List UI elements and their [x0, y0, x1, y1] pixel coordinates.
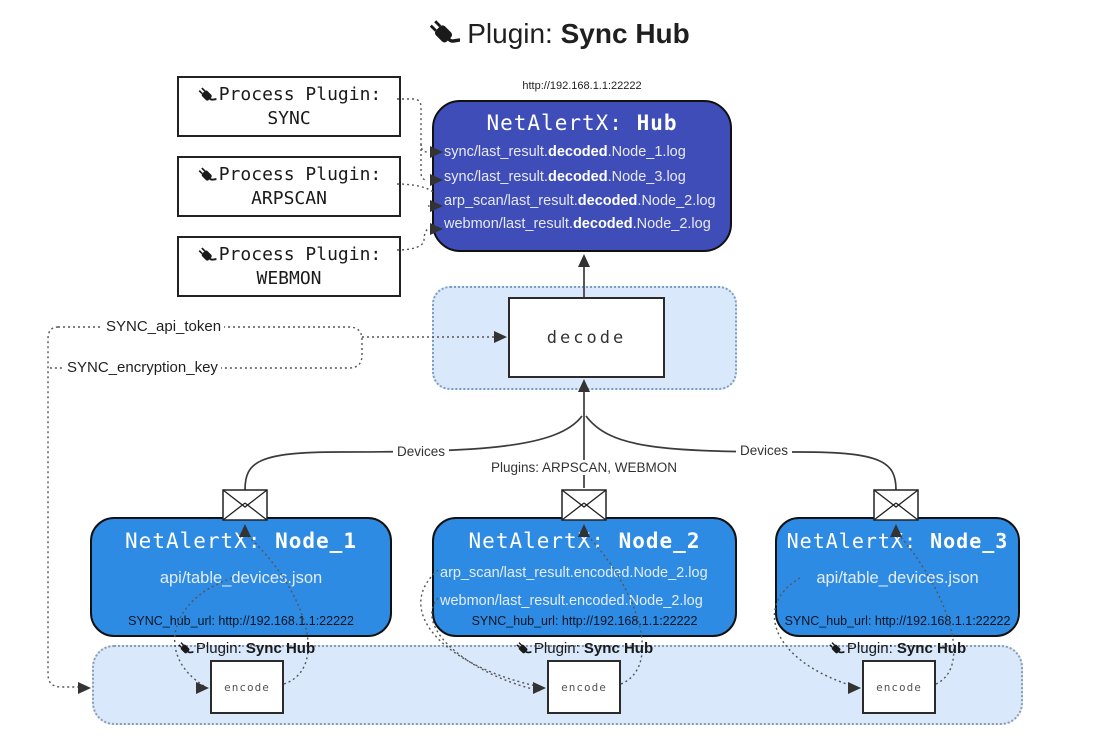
process-plugin-name: ARPSCAN — [251, 187, 327, 209]
node-2-box: NetAlertX: Node_2 arp_scan/last_result.e… — [432, 517, 737, 637]
webmon-to-hub-line — [396, 228, 429, 251]
node-file: arp_scan/last_result.encoded.Node_2.log — [440, 565, 708, 581]
plug-icon — [196, 244, 217, 265]
envelope-icons — [222, 489, 919, 521]
encode-box: encode — [862, 660, 936, 714]
page-title: Plugin: Sync Hub — [0, 16, 1117, 52]
encryption-key-to-bar-line — [47, 326, 78, 688]
node-hub-url: SYNC_hub_url: http://192.168.1.1:22222 — [128, 614, 354, 628]
sync-to-hub-line2 — [420, 144, 428, 181]
plug-icon — [196, 164, 217, 185]
hub-box: NetAlertX: Hub sync/last_result.decoded.… — [432, 100, 732, 252]
process-plugin-name: WEBMON — [256, 267, 322, 289]
node-1-box: NetAlertX: Node_1 api/table_devices.json… — [90, 517, 392, 637]
process-plugin-label: Process Plugin: — [218, 243, 382, 265]
node-hub-url: SYNC_hub_url: http://192.168.1.1:22222 — [471, 614, 698, 628]
plug-icon — [196, 84, 217, 105]
process-plugin-label: Process Plugin: — [218, 83, 382, 105]
envelope-icon — [561, 489, 607, 521]
hub-log-line: webmon/last_result.decoded.Node_2.log — [444, 215, 711, 232]
process-plugin-arpscan-box: Process Plugin: ARPSCAN — [177, 156, 401, 217]
process-plugin-webmon-box: Process Plugin: WEBMON — [177, 236, 401, 297]
plug-icon — [514, 640, 533, 658]
encode-box: encode — [210, 660, 284, 714]
plug-icon — [176, 640, 195, 658]
node-file: api/table_devices.json — [159, 569, 323, 587]
edge-label-plugins: Plugins: ARPSCAN, WEBMON — [486, 460, 682, 475]
node-hub-url: SYNC_hub_url: http://192.168.1.1:22222 — [784, 614, 1011, 628]
decode-box: decode — [508, 297, 665, 378]
hub-title-prefix: NetAlertX: — [486, 111, 637, 135]
hub-log-line: sync/last_result.decoded.Node_1.log — [444, 144, 686, 160]
process-plugin-name: SYNC — [267, 107, 311, 129]
page-title-bold: Sync Hub — [560, 18, 690, 49]
encoder-plugin-label: Plugin: Sync Hub — [514, 640, 653, 658]
plug-icon — [426, 16, 462, 52]
envelope-icon — [873, 489, 919, 521]
page-title-prefix: Plugin: — [467, 18, 561, 49]
hub-title-bold: Hub — [636, 111, 678, 135]
envelope-icon — [222, 489, 268, 521]
encoder-plugin-label: Plugin: Sync Hub — [827, 640, 966, 658]
hub-url-label: http://192.168.1.1:22222 — [522, 80, 642, 92]
encoder-plugin-label: Plugin: Sync Hub — [176, 640, 315, 658]
sync-encryption-key-label: SYNC_encryption_key — [64, 359, 221, 376]
node-3-box: NetAlertX: Node_3 api/table_devices.json… — [775, 517, 1020, 637]
node-file: webmon/last_result.encoded.Node_2.log — [440, 593, 703, 609]
encode-box: encode — [547, 660, 621, 714]
hub-log-line: arp_scan/last_result.decoded.Node_2.log — [444, 193, 716, 209]
hub-log-line: sync/last_result.decoded.Node_3.log — [444, 169, 686, 185]
sync-to-hub-line1 — [397, 98, 428, 153]
edge-label-devices-left: Devices — [392, 444, 450, 459]
arpscan-to-hub-line — [396, 183, 437, 207]
plug-icon — [827, 640, 846, 658]
process-plugin-sync-box: Process Plugin: SYNC — [177, 76, 401, 137]
process-plugin-label: Process Plugin: — [218, 163, 382, 185]
sync-api-token-label: SYNC_api_token — [103, 318, 225, 335]
node-file: api/table_devices.json — [816, 569, 979, 587]
edge-label-devices-right: Devices — [735, 443, 793, 458]
